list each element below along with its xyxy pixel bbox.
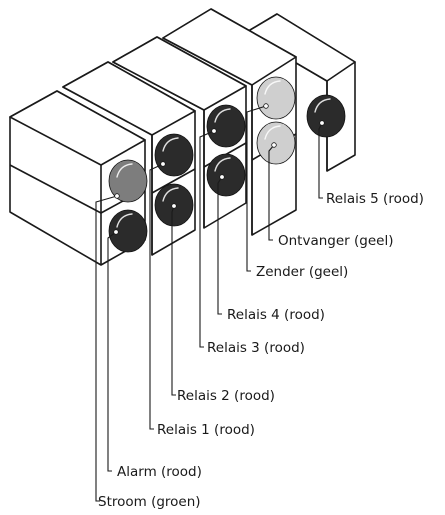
leader-line-relais5 <box>318 122 323 199</box>
label-relais2: Relais 2 (rood) <box>177 388 275 404</box>
led-relais3 <box>206 104 246 148</box>
leader-line-stroom <box>95 195 118 502</box>
led-alarm <box>108 209 148 253</box>
led-dome-relais4 <box>206 153 246 197</box>
led-relais4 <box>206 153 246 197</box>
leader-dot-zender <box>263 103 269 109</box>
led-highlight-relais4 <box>214 157 231 172</box>
led-dome-zender <box>256 76 296 120</box>
led-dome-relais5 <box>306 94 346 138</box>
label-relais3: Relais 3 (rood) <box>207 340 305 356</box>
leader-dot-ontvanger <box>271 142 277 148</box>
leader-dot-relais1 <box>160 161 166 167</box>
led-dome-relais1 <box>154 133 194 177</box>
leader-line-relais2 <box>171 205 176 396</box>
label-relais1: Relais 1 (rood) <box>157 422 255 438</box>
led-ontvanger <box>256 121 296 165</box>
label-relais5: Relais 5 (rood) <box>326 191 424 207</box>
led-highlight-relais3 <box>214 108 231 123</box>
label-relais4: Relais 4 (rood) <box>227 307 325 323</box>
leader-dot-relais4 <box>219 174 225 180</box>
label-alarm: Alarm (rood) <box>117 464 202 480</box>
leader-line-alarm <box>107 231 117 472</box>
leader-dot-relais5 <box>319 120 325 126</box>
led-highlight-ontvanger <box>264 125 281 140</box>
label-ontvanger: Ontvanger (geel) <box>278 233 393 249</box>
led-dome-stroom <box>108 159 148 203</box>
label-stroom: Stroom (groen) <box>98 494 201 510</box>
label-layer: Stroom (groen) Alarm (rood) Relais 1 (rood… <box>98 191 424 510</box>
led-highlight-relais2 <box>162 187 179 202</box>
led-highlight-stroom <box>116 163 133 178</box>
led-highlight-zender <box>264 80 281 95</box>
led-highlight-relais1 <box>162 137 179 152</box>
leader-line-ontvanger <box>268 144 275 241</box>
led-highlight-alarm <box>116 213 133 228</box>
leader-dot-alarm <box>113 229 119 235</box>
leader-line-zender <box>246 105 267 272</box>
led-highlight-relais5 <box>314 98 331 113</box>
leader-dot-relais3 <box>211 128 217 134</box>
led-stroom <box>108 159 148 203</box>
led-dome-ontvanger <box>256 121 296 165</box>
leader-layer <box>95 103 325 502</box>
leader-line-relais4 <box>217 176 223 315</box>
led-dome-alarm <box>108 209 148 253</box>
leader-dot-stroom <box>114 193 120 199</box>
leader-line-relais3 <box>199 130 215 348</box>
leader-dot-relais2 <box>171 203 177 209</box>
label-zender: Zender (geel) <box>256 264 348 280</box>
led-relais5 <box>306 94 346 138</box>
leader-line-relais1 <box>149 163 164 430</box>
led-dome-relais3 <box>206 104 246 148</box>
led-relais1 <box>154 133 194 177</box>
led-zender <box>256 76 296 120</box>
led-layer <box>108 76 346 253</box>
